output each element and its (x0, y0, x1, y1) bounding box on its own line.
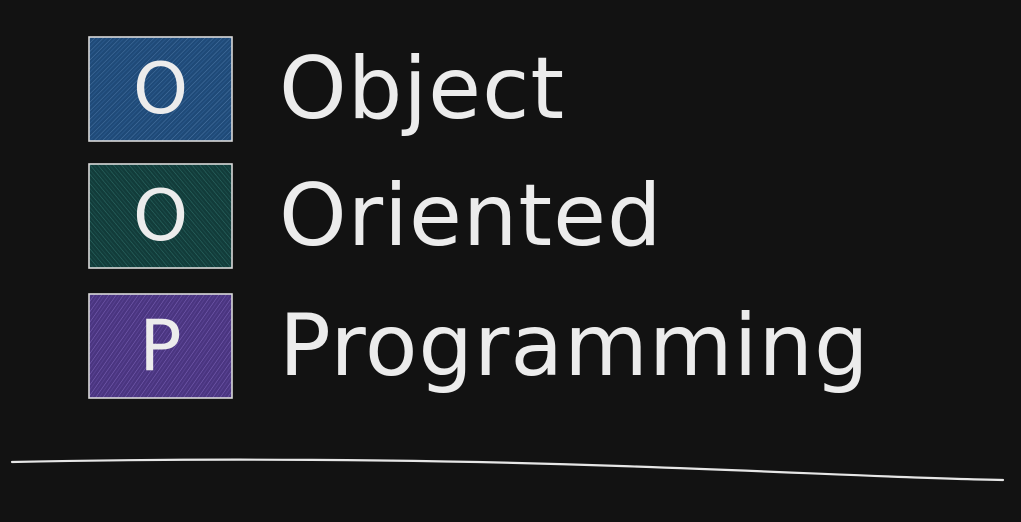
row-programming: P Programming (88, 292, 870, 400)
letter-box-programming: P (88, 293, 233, 399)
letter-box-object: O (88, 36, 233, 142)
box-letter: P (139, 305, 182, 387)
box-letter: O (132, 48, 189, 130)
word-programming: Programming (279, 296, 870, 396)
row-oriented: O Oriented (88, 162, 663, 270)
letter-box-oriented: O (88, 163, 233, 269)
word-oriented: Oriented (279, 166, 663, 266)
box-frame (88, 163, 233, 269)
word-object: Object (279, 39, 566, 139)
box-frame (88, 36, 233, 142)
row-object: O Object (88, 35, 565, 143)
box-letter: O (132, 175, 189, 257)
box-frame (88, 293, 233, 399)
